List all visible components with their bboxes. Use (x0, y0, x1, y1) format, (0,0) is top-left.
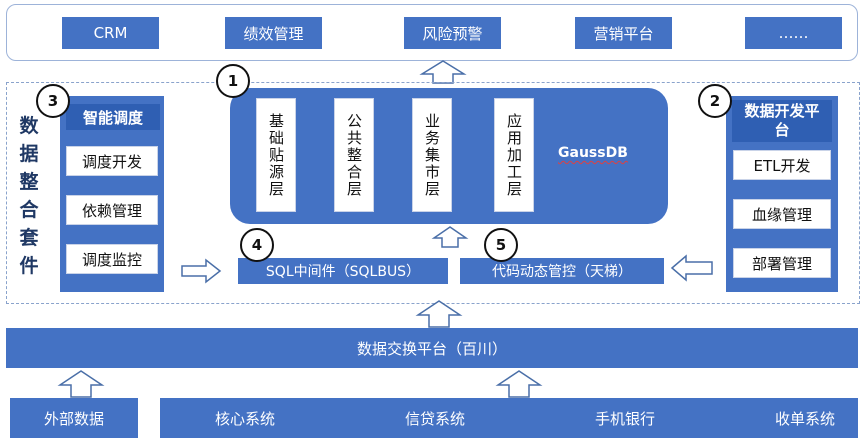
badge-1: 1 (216, 64, 250, 98)
app-more[interactable]: …… (745, 17, 842, 49)
left-arrow-icon (670, 254, 713, 282)
layer-common-integration[interactable]: 公共整合层 (334, 98, 374, 212)
app-marketing[interactable]: 营销平台 (575, 17, 672, 49)
scheduling-item-dev[interactable]: 调度开发 (66, 146, 158, 176)
scheduling-item-dependency[interactable]: 依赖管理 (66, 195, 158, 225)
up-arrow-icon (495, 370, 543, 398)
dev-item-etl[interactable]: ETL开发 (733, 150, 831, 180)
badge-5: 5 (484, 228, 518, 262)
layer-business-mart[interactable]: 业务集市层 (412, 98, 452, 212)
up-arrow-icon (415, 300, 463, 328)
suite-title: 数据整合套件 (19, 115, 39, 277)
app-risk-warning[interactable]: 风险预警 (404, 17, 501, 49)
source-systems-bar (160, 398, 858, 438)
up-arrow-icon (431, 226, 469, 248)
up-arrow-icon (419, 60, 467, 84)
app-crm[interactable]: CRM (62, 17, 159, 49)
dev-platform-title: 数据开发平台 (732, 100, 832, 142)
sql-middleware-bar[interactable]: SQL中间件（SQLBUS） (238, 258, 448, 284)
up-arrow-icon (57, 370, 105, 398)
code-control-bar[interactable]: 代码动态管控（天梯） (460, 258, 664, 284)
source-credit-system[interactable]: 信贷系统 (404, 409, 465, 428)
layer-application-processing[interactable]: 应用加工层 (494, 98, 534, 212)
external-data-box[interactable]: 外部数据 (10, 398, 138, 438)
source-acquiring-system[interactable]: 收单系统 (774, 409, 835, 428)
gaussdb-label: GaussDB (558, 145, 628, 161)
data-integration-suite-frame (6, 82, 860, 304)
source-core-system[interactable]: 核心系统 (214, 409, 275, 428)
right-arrow-icon (181, 258, 222, 284)
source-mobile-banking[interactable]: 手机银行 (594, 409, 655, 428)
exchange-platform-bar[interactable]: 数据交换平台（百川） (6, 328, 858, 368)
app-performance[interactable]: 绩效管理 (225, 17, 322, 49)
dev-item-deploy[interactable]: 部署管理 (733, 248, 831, 278)
badge-4: 4 (240, 228, 274, 262)
layer-basic-source[interactable]: 基础贴源层 (256, 98, 296, 212)
badge-2: 2 (698, 84, 732, 118)
scheduling-item-monitor[interactable]: 调度监控 (66, 244, 158, 274)
badge-3: 3 (36, 84, 70, 118)
scheduling-title: 智能调度 (66, 104, 160, 130)
dev-item-lineage[interactable]: 血缘管理 (733, 199, 831, 229)
